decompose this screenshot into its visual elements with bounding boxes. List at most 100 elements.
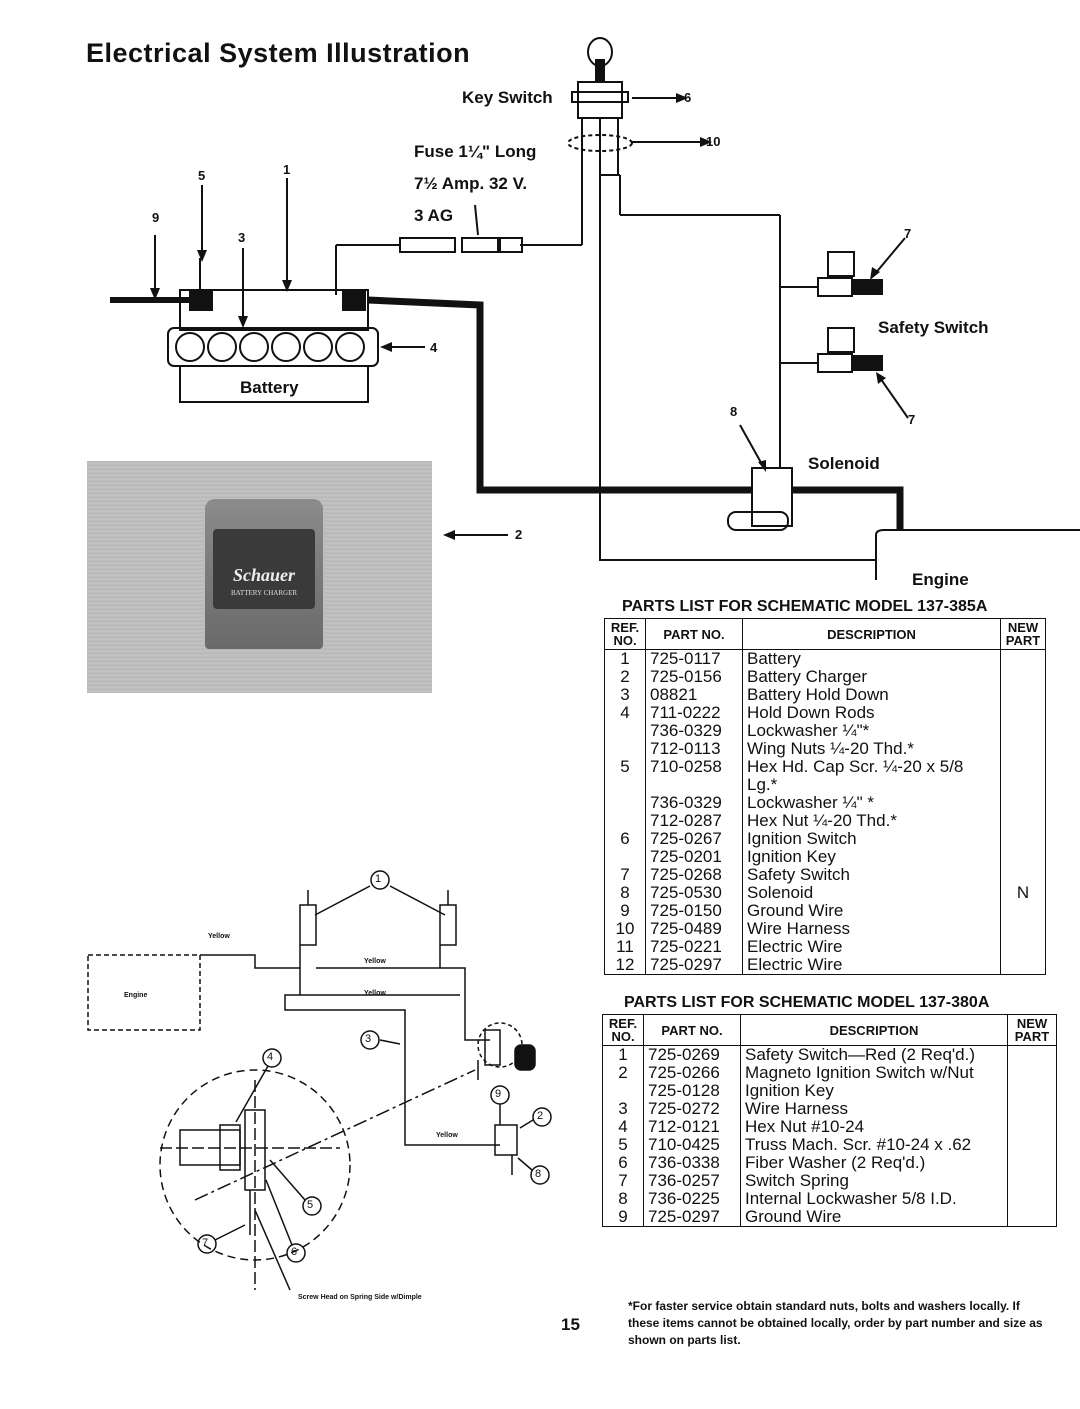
ref-no-cell: 1 xyxy=(604,649,646,668)
part-no-cell: 736-0257 xyxy=(643,1172,741,1190)
wire-label-yellow-4: Yellow xyxy=(436,1132,458,1139)
description-cell: Switch Spring xyxy=(740,1172,1008,1190)
part-no-cell: 736-0329 xyxy=(645,794,743,812)
part-no-cell: 725-0269 xyxy=(643,1045,741,1064)
circled-2: 2 xyxy=(537,1110,544,1122)
charger-brand: Schauer xyxy=(232,565,295,585)
wire-label-yellow-1: Yellow xyxy=(208,933,230,940)
description-cell: Truss Mach. Scr. #10-24 x .62 xyxy=(740,1136,1008,1154)
part-no-cell: 725-0297 xyxy=(645,956,743,975)
callout-9: 9 xyxy=(152,210,160,225)
charger-body: Schauer BATTERY CHARGER xyxy=(205,499,323,649)
ref-no-cell: 4 xyxy=(602,1118,644,1136)
description-cell: Magneto Ignition Switch w/Nut xyxy=(740,1064,1008,1082)
description-cell: Lockwasher ¼" * xyxy=(742,794,1001,812)
new-part-cell xyxy=(1000,794,1046,812)
new-part-cell xyxy=(1000,740,1046,758)
callout-7a: 7 xyxy=(904,226,912,241)
description-cell: Wing Nuts ¼-20 Thd.* xyxy=(742,740,1001,758)
new-part-cell xyxy=(1000,866,1046,884)
circled-5: 5 xyxy=(307,1199,314,1211)
new-part-cell xyxy=(1007,1190,1057,1208)
description-cell: Wire Harness xyxy=(742,920,1001,938)
description-cell: Hex Hd. Cap Scr. ¼-20 x 5/8 Lg.* xyxy=(742,758,1001,794)
part-no-cell: 725-0530 xyxy=(645,884,743,902)
ref-no-cell: 8 xyxy=(604,884,646,902)
description-cell: Ground Wire xyxy=(742,902,1001,920)
new-part-cell xyxy=(1007,1118,1057,1136)
circled-7: 7 xyxy=(202,1237,209,1249)
ref-no-cell: 7 xyxy=(604,866,646,884)
ref-no-cell xyxy=(604,812,646,830)
parts-list-385-heading: PARTS LIST FOR SCHEMATIC MODEL 137-385A xyxy=(622,598,988,615)
new-part-cell xyxy=(1000,848,1046,866)
description-cell: Ignition Key xyxy=(742,848,1001,866)
part-no-cell: 08821 xyxy=(645,686,743,704)
lower-engine-label: Engine xyxy=(124,992,148,999)
description-cell: Battery Charger xyxy=(742,668,1001,686)
description-cell: Fiber Washer (2 Req'd.) xyxy=(740,1154,1008,1172)
new-part-cell xyxy=(1000,704,1046,722)
description-cell: Ignition Key xyxy=(740,1082,1008,1100)
callout-7b: 7 xyxy=(908,412,916,427)
description-cell: Hold Down Rods xyxy=(742,704,1001,722)
key-switch-label: Key Switch xyxy=(462,88,553,107)
new-part-cell xyxy=(1007,1082,1057,1100)
callout-2: 2 xyxy=(515,527,523,542)
part-no-cell: 725-0267 xyxy=(645,830,743,848)
new-part-cell xyxy=(1000,758,1046,794)
new-part-cell: N xyxy=(1000,884,1046,902)
col-part-no: PART NO. xyxy=(645,618,743,650)
col-description: DESCRIPTION xyxy=(740,1014,1008,1046)
new-part-cell xyxy=(1000,668,1046,686)
part-no-cell: 725-0489 xyxy=(645,920,743,938)
circled-1: 1 xyxy=(375,873,382,885)
part-no-cell: 736-0329 xyxy=(645,722,743,740)
part-no-cell: 725-0128 xyxy=(643,1082,741,1100)
page-number: 15 xyxy=(561,1315,580,1334)
battery-label: Battery xyxy=(240,378,299,397)
circled-6: 6 xyxy=(291,1246,298,1258)
ref-no-cell: 3 xyxy=(602,1100,644,1118)
part-no-cell: 725-0117 xyxy=(645,649,743,668)
ref-no-cell xyxy=(602,1082,644,1100)
ref-no-cell: 2 xyxy=(602,1064,644,1082)
description-cell: Lockwasher ¼"* xyxy=(742,722,1001,740)
charger-face: Schauer BATTERY CHARGER xyxy=(213,529,315,609)
part-no-cell: 725-0266 xyxy=(643,1064,741,1082)
col-new-part: NEW PART xyxy=(1007,1014,1057,1046)
ref-no-cell xyxy=(604,848,646,866)
battery-charger-photo: Schauer BATTERY CHARGER xyxy=(87,461,432,693)
ref-no-cell xyxy=(604,794,646,812)
ref-no-cell xyxy=(604,740,646,758)
col-new-part: NEW PART xyxy=(1000,618,1046,650)
fuse-label-line1: Fuse 1¼" Long xyxy=(414,142,537,161)
ref-no-cell: 6 xyxy=(602,1154,644,1172)
new-part-cell xyxy=(1007,1172,1057,1190)
circled-3: 3 xyxy=(365,1033,372,1045)
part-no-cell: 711-0222 xyxy=(645,704,743,722)
new-part-cell xyxy=(1007,1136,1057,1154)
description-cell: Electric Wire xyxy=(742,938,1001,956)
new-part-cell xyxy=(1000,956,1046,975)
ref-no-cell xyxy=(604,722,646,740)
screw-head-note: Screw Head on Spring Side w/Dimple xyxy=(298,1294,422,1301)
